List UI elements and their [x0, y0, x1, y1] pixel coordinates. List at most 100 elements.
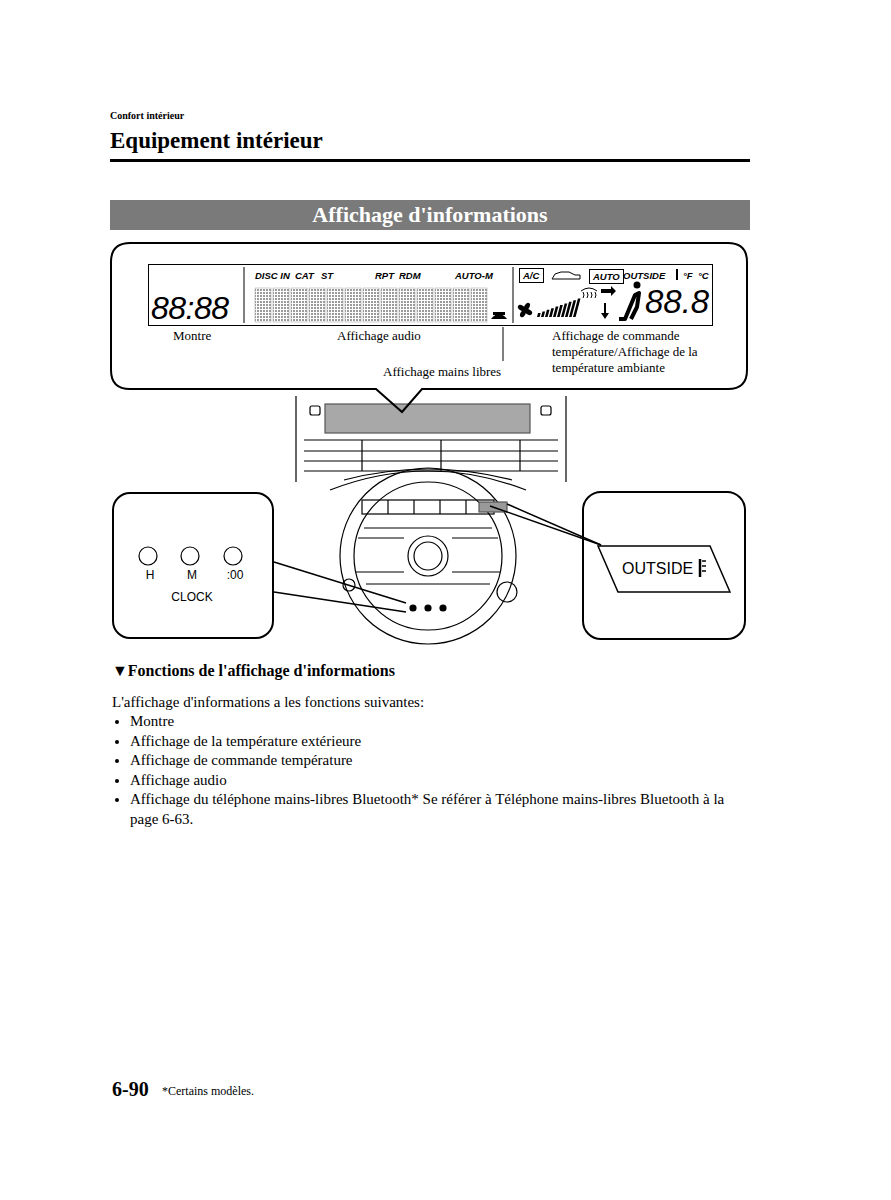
illustration-stroke: [387, 500, 388, 514]
illustration-stroke: [295, 396, 296, 482]
illustration-stroke: [545, 310, 550, 317]
body-text: L'affichage d'informations a les fonctio…: [112, 693, 424, 713]
illustration-stroke: [591, 292, 592, 298]
illustration-stroke: [549, 308, 554, 317]
bullet-item: Affichage audio: [130, 771, 742, 791]
lcd-indicator: RPT: [375, 270, 394, 281]
illustration-stroke: [309, 288, 325, 322]
illustration-stroke: [310, 406, 320, 415]
illustration-stroke: [291, 288, 307, 322]
illustration-stroke: [702, 570, 706, 572]
button-label: CLOCK: [157, 590, 227, 604]
illustration-stroke: [513, 267, 514, 323]
illustration-stroke: [634, 282, 641, 289]
page-number: 6-90: [112, 1078, 149, 1101]
part-label: Affichage de commande température/Affich…: [552, 328, 717, 376]
illustration-stroke: [583, 292, 584, 298]
lcd-screen: 88:88 DISC IN CAT ST RPT RDM AUTO-M OUTSIDE °F °C…: [148, 264, 713, 326]
illustration-stroke: [366, 583, 490, 584]
leader-line: [503, 327, 504, 361]
illustration-stroke: [517, 304, 526, 312]
header-rule: [110, 159, 750, 162]
illustration-stroke: [273, 288, 289, 322]
lcd-indicator: °C: [698, 270, 709, 281]
illustration-stroke: [552, 272, 580, 279]
lcd-indicator: DISC IN: [255, 270, 290, 281]
lcd-indicator: ST: [321, 270, 333, 281]
callout-box: [583, 492, 745, 639]
illustration-stroke: [356, 571, 404, 572]
part-label: Affichage audio: [337, 328, 421, 344]
illustration-stroke: [452, 571, 500, 572]
bullet-item: Affichage de la température extérieure: [130, 732, 742, 752]
illustration-stroke: [471, 288, 487, 322]
illustration-stroke: [587, 292, 588, 298]
title-band: Affichage d'informations: [110, 200, 750, 230]
callout-box: HM:00CLOCK: [112, 492, 274, 639]
outside-button: OUTSIDE: [598, 546, 730, 592]
lcd-indicator: AUTO-M: [455, 270, 493, 281]
illustration-stroke: [699, 559, 702, 577]
illustration-stroke: [363, 288, 379, 322]
illustration-stroke: [565, 396, 566, 482]
illustration-stroke: [399, 288, 415, 322]
indicator-box: A/C: [519, 268, 544, 283]
illustration-stroke: [413, 500, 414, 514]
illustration-stroke: [435, 288, 451, 322]
lcd-indicator: CAT: [295, 270, 314, 281]
section-name: Confort intérieur: [110, 110, 184, 121]
indicator-text: AUTO: [590, 270, 623, 283]
illustration-stroke: [601, 303, 609, 319]
button-label: H: [135, 568, 165, 582]
bullet-item: Montre: [130, 712, 742, 732]
button-text: OUTSIDE: [598, 546, 730, 592]
illustration-stroke: [452, 537, 498, 538]
page-heading: Equipement intérieur: [110, 128, 323, 154]
console-illustration: [296, 396, 566, 644]
illustration-stroke: [702, 560, 706, 562]
illustration-stroke: [497, 582, 517, 602]
illustration-stroke: [362, 500, 494, 514]
illustration-stroke: [440, 440, 441, 471]
shape-outline: [114, 494, 276, 641]
button-label: M: [177, 568, 207, 582]
lcd-indicator: OUTSIDE: [623, 270, 665, 281]
leader-wedge: [274, 504, 601, 612]
illustration-stroke: [330, 471, 526, 490]
illustration-stroke: [327, 288, 343, 322]
illustration-stroke: [702, 565, 706, 567]
bullet-item: Affichage du téléphone mains-libres Blue…: [130, 790, 742, 829]
callout-bubble: MontreAffichage audioAffichage mains lib…: [110, 242, 750, 414]
illustration-stroke: [255, 288, 271, 322]
indicator-box: AUTO: [589, 269, 624, 284]
illustration-stroke: [601, 286, 616, 296]
illustration-stroke: [507, 504, 601, 545]
illustration-stroke: [519, 440, 520, 471]
illustration-stroke: [541, 311, 545, 317]
illustration-stroke: [344, 469, 512, 480]
illustration-stroke: [440, 605, 446, 611]
band-title: Affichage d'informations: [312, 202, 547, 228]
illustration-stroke: [181, 547, 199, 565]
part-label: Affichage mains libres: [383, 364, 501, 380]
illustration-stroke: [414, 542, 442, 570]
illustration-stroke: [274, 562, 406, 603]
illustration-stroke: [381, 288, 397, 322]
illustration-stroke: [573, 299, 581, 317]
illustration-stroke: [490, 506, 601, 545]
lcd-indicator: °F: [683, 270, 693, 281]
illustration-stroke: [340, 468, 516, 644]
illustration-stroke: [465, 500, 466, 514]
clock-digits: 88:88: [151, 292, 229, 324]
lcd-indicator: RDM: [399, 270, 421, 281]
illustration-stroke: [224, 547, 242, 565]
illustration-stroke: [417, 288, 433, 322]
illustration-stroke: [364, 527, 492, 528]
illustration-stroke: [345, 288, 361, 322]
bullet-item: Affichage de commande température: [130, 751, 742, 771]
illustration-stroke: [439, 500, 440, 514]
illustration-stroke: [453, 288, 469, 322]
illustration-stroke: [244, 267, 677, 323]
illustration-stroke: [581, 288, 597, 291]
